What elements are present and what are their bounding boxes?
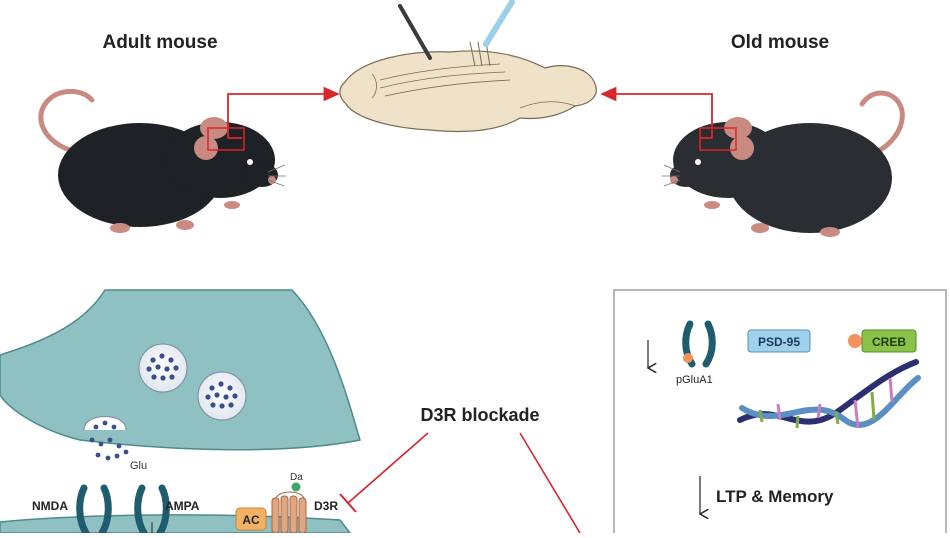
ltp-memory-label: LTP & Memory xyxy=(716,487,834,506)
fusing-vesicle xyxy=(83,416,129,461)
dna-icon xyxy=(737,359,921,429)
adult-mouse-icon xyxy=(38,88,286,233)
pglua1-receptor-icon xyxy=(682,320,716,368)
psd95-label: PSD-95 xyxy=(758,335,800,349)
old-to-brain-arrow xyxy=(600,86,713,139)
glu-label: Glu xyxy=(130,460,147,472)
blockade-effect-line xyxy=(519,432,581,534)
old-brain-highlight xyxy=(699,127,737,151)
ampa-receptor-icon xyxy=(134,484,170,537)
adult-to-brain-arrow xyxy=(227,86,340,139)
synaptic-vesicle-1 xyxy=(138,343,188,393)
old-mouse-icon xyxy=(662,90,905,237)
da-label: Da xyxy=(290,472,303,483)
nmda-receptor-icon xyxy=(76,484,112,537)
d3r-label: D3R xyxy=(314,499,338,513)
d3r-receptor-icon xyxy=(271,491,307,534)
creb-box xyxy=(861,329,917,353)
blockade-inhibition-line xyxy=(347,432,429,504)
ac-enzyme-box xyxy=(235,507,267,531)
old-mouse-title: Old mouse xyxy=(731,32,829,53)
creb-label: CREB xyxy=(872,335,906,349)
stimulating-electrode-icon xyxy=(483,0,515,47)
adult-brain-highlight xyxy=(207,127,245,151)
adult-mouse-title: Adult mouse xyxy=(102,32,217,53)
dopamine-molecule-icon xyxy=(291,482,301,492)
nmda-label: NMDA xyxy=(32,499,68,513)
phospho-creb-icon xyxy=(848,334,862,348)
synaptic-vesicle-2 xyxy=(197,371,247,421)
ac-label: AC xyxy=(242,513,260,527)
blockade-inhibition-bar xyxy=(339,493,357,513)
d3r-blockade-label: D3R blockade xyxy=(420,405,539,425)
ampa-label: AMPA xyxy=(165,499,200,513)
pglua1-label: pGluA1 xyxy=(676,374,713,386)
brain-slice-icon xyxy=(339,41,597,133)
recording-electrode-icon xyxy=(398,4,432,60)
psd95-box xyxy=(747,329,811,353)
